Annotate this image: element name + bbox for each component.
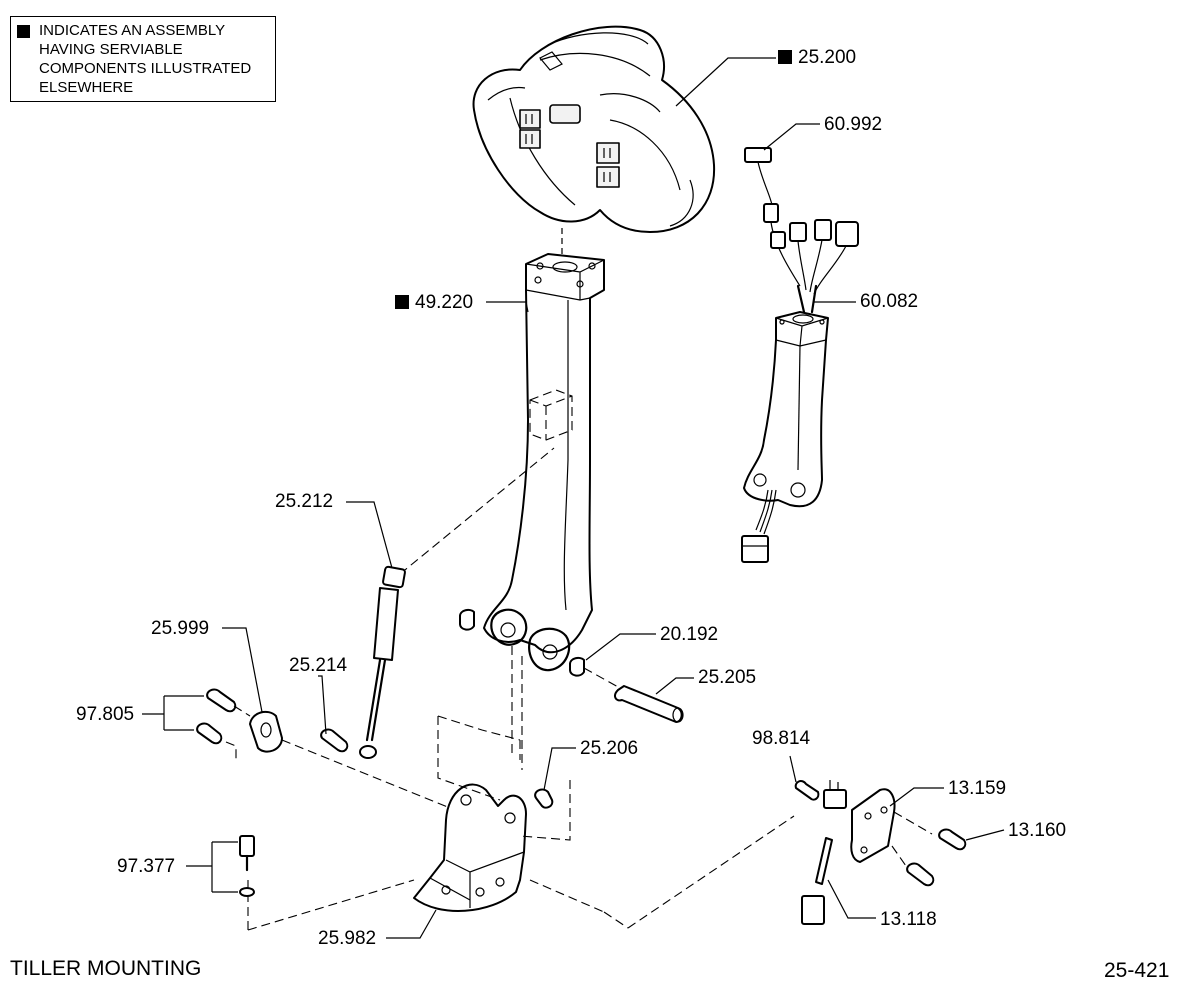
callout-20-192: 20.192 <box>660 624 719 645</box>
callout-49-220: 49.220 <box>395 292 473 314</box>
legend-line-4: ELSEWHERE <box>39 79 134 96</box>
legend-line-1: INDICATES AN ASSEMBLY <box>39 22 226 39</box>
callout-25-982: 25.982 <box>318 928 377 949</box>
callout-25-205: 25.205 <box>698 667 757 688</box>
assembly-square-icon <box>395 295 409 309</box>
callout-13-118: 13.118 <box>880 909 937 930</box>
callout-25-212: 25.212 <box>275 491 334 512</box>
callout-25-214: 25.214 <box>289 655 348 676</box>
legend-square-icon <box>17 25 30 38</box>
assembly-square-icon <box>778 50 792 64</box>
callout-97-805: 97.805 <box>76 704 135 725</box>
legend-line-2: HAVING SERVIABLE <box>39 41 183 58</box>
callout-13-160: 13.160 <box>1008 820 1067 841</box>
callout-label: 25.200 <box>798 47 857 68</box>
left-fasteners-drawing <box>196 688 461 813</box>
callout-98-814: 98.814 <box>752 728 811 749</box>
screw-washer-drawing <box>239 835 255 897</box>
callout-60-992: 60.992 <box>824 114 883 135</box>
legend-line-3: COMPONENTS ILLUSTRATED <box>39 60 252 77</box>
callout-25-206: 25.206 <box>580 738 639 759</box>
callout-13-159: 13.159 <box>948 778 1007 799</box>
switch-group-drawing <box>529 780 967 929</box>
tiller-head-drawing <box>472 25 716 233</box>
page-number: 25-421 <box>1104 959 1170 982</box>
callout-60-082: 60.082 <box>860 291 919 312</box>
tiller-arm-drawing <box>459 228 605 677</box>
bracket-drawing <box>247 646 571 931</box>
callout-25-999: 25.999 <box>151 618 210 639</box>
harness-drawing <box>741 147 859 563</box>
legend-box: INDICATES AN ASSEMBLY HAVING SERVIABLE C… <box>10 16 276 102</box>
callout-label: 49.220 <box>415 292 474 313</box>
callout-25-200: 25.200 <box>778 47 856 69</box>
pins-drawing <box>583 667 684 723</box>
page-title: TILLER MOUNTING <box>10 957 202 980</box>
gas-spring-drawing <box>359 447 555 759</box>
callout-97-377: 97.377 <box>117 856 176 877</box>
leader-lines <box>142 57 1005 939</box>
